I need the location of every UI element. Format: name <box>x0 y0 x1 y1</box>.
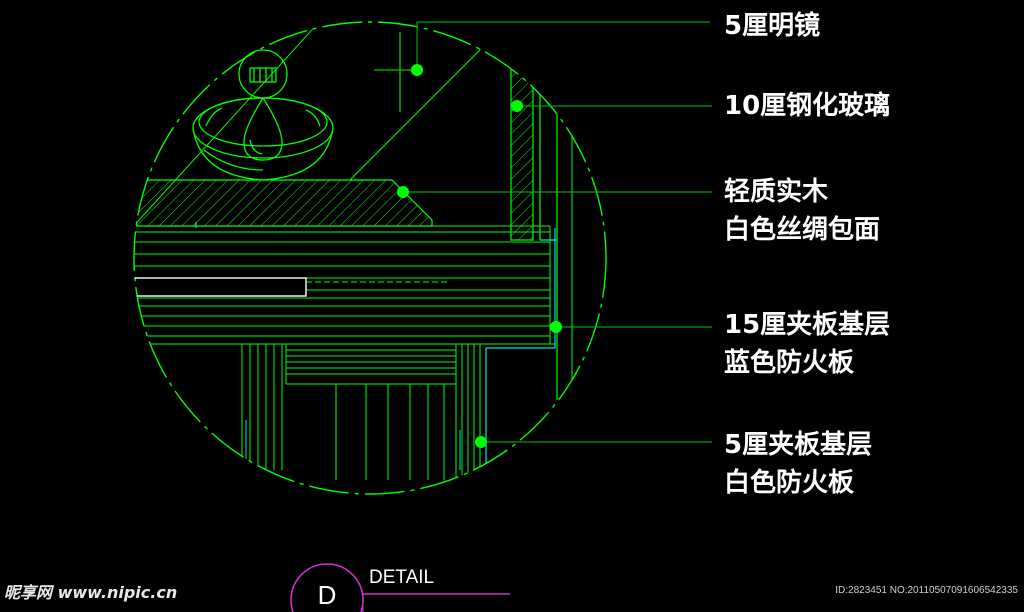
leader-dot-glass <box>511 100 523 112</box>
leader-dots <box>397 64 562 448</box>
label-tempered-glass: 10厘钢化玻璃 <box>724 87 890 125</box>
label-tempered-glass-line-1: 10厘钢化玻璃 <box>724 91 891 121</box>
label-15mm-plywood: 15厘夹板基层 蓝色防火板 <box>724 306 890 382</box>
label-solid-wood: 轻质实木 白色丝绸包面 <box>724 173 880 249</box>
detail-letter: D <box>317 580 337 610</box>
label-solid-wood-line-1: 轻质实木 <box>724 177 829 207</box>
basin-drawing <box>192 49 334 181</box>
label-15mm-plywood-line-2: 蓝色防火板 <box>724 348 855 378</box>
leader-dot-15mm <box>550 321 562 333</box>
leader-dot-mirror <box>411 64 423 76</box>
detail-marker <box>290 563 510 612</box>
label-5mm-plywood-line-2: 白色防火板 <box>724 468 855 498</box>
label-15mm-plywood-line-1: 15厘夹板基层 <box>724 310 891 340</box>
label-mirror: 5厘明镜 <box>724 7 820 45</box>
label-mirror-line-1: 5厘明镜 <box>724 11 821 41</box>
crosshair-mark <box>374 32 418 112</box>
leader-lines <box>403 21 712 443</box>
leader-dot-5mm <box>475 436 487 448</box>
leader-dot-wood <box>397 186 409 198</box>
label-5mm-plywood-line-1: 5厘夹板基层 <box>724 430 873 460</box>
watermark-site: 昵享网 www.nipic.cn <box>4 583 178 602</box>
label-5mm-plywood: 5厘夹板基层 白色防火板 <box>724 426 872 502</box>
label-solid-wood-line-2: 白色丝绸包面 <box>724 215 881 245</box>
watermark-id: ID:2823451 NO:20110507091606542335 <box>835 585 1018 596</box>
section-content <box>134 22 573 480</box>
detail-circle <box>133 21 607 495</box>
detail-title: DETAIL <box>369 567 435 588</box>
